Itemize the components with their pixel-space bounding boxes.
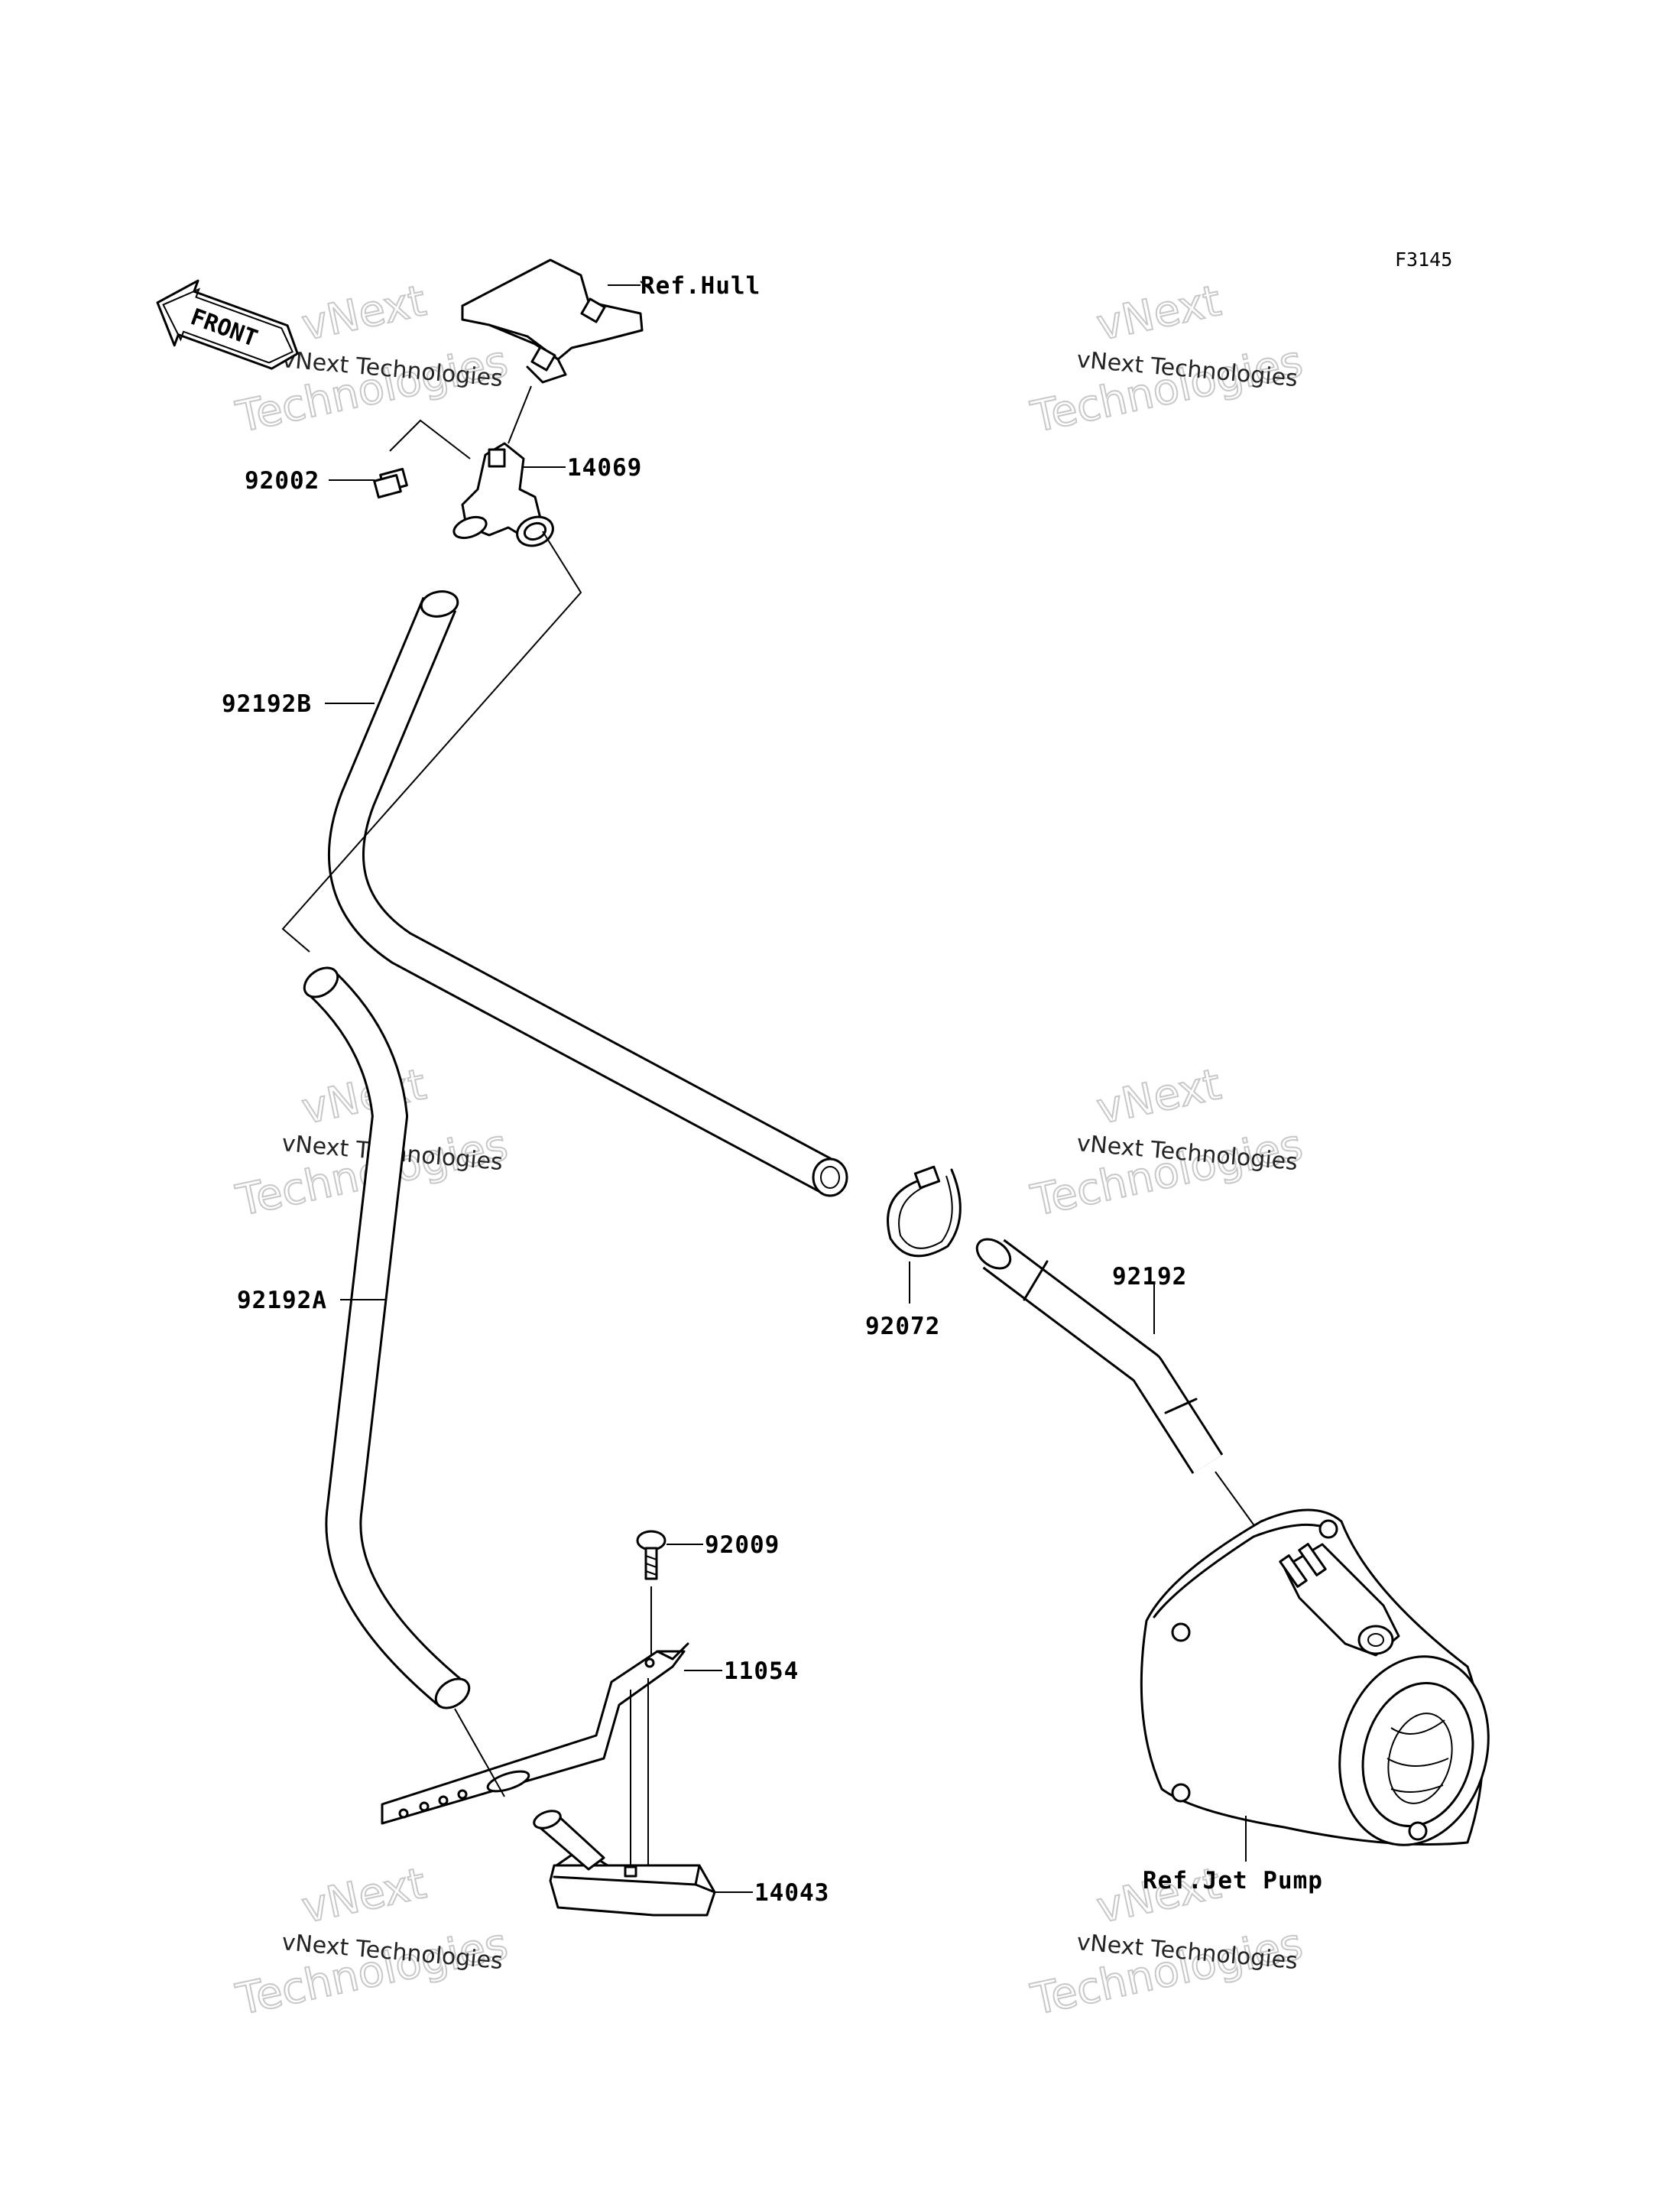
guide-hull-to-fitting [508,385,532,444]
svg-text:vNext: vNext [1092,276,1225,351]
figure-code: F3145 [1395,248,1452,271]
svg-text:vNext: vNext [297,276,430,351]
label-14069: 14069 [567,454,642,482]
part-92009-screw [636,1530,666,1580]
label-92002: 92002 [245,467,319,495]
label-14043: 14043 [754,1879,829,1907]
front-arrow-icon: FRONT [156,279,299,370]
part-92192-hose [975,1238,1224,1474]
label-11054: 11054 [724,1657,799,1685]
watermark-top-right: vNext Technologies vNext Technologies [1026,275,1307,443]
label-92072: 92072 [865,1313,940,1340]
label-92192A: 92192A [237,1287,327,1314]
part-92192A-hose [303,966,471,1709]
guide-bolt [389,419,471,459]
label-ref-hull: Ref.Hull [641,272,761,300]
label-92009: 92009 [705,1531,780,1559]
hull-bracket [461,258,650,384]
watermark-mid-right: vNext Technologies vNext Technologies [1026,1059,1307,1227]
part-14043-strainer [533,1810,716,1917]
label-92192: 92192 [1112,1263,1187,1291]
part-11054-bracket [381,1642,689,1825]
jet-pump [1140,1508,1490,1846]
guide-hose-to-strainer [454,1708,505,1797]
svg-text:vNext: vNext [1092,1060,1225,1135]
label-ref-jet-pump: Ref.Jet Pump [1143,1867,1323,1894]
part-14069-fitting [452,442,554,547]
part-92192B-hose [327,590,848,1197]
guide-fitting-to-hose-a [281,531,582,953]
part-92002-bolt [373,467,408,499]
svg-text:vNext: vNext [297,1859,430,1933]
part-92072-clamp [887,1165,962,1258]
watermark-bottom-left: vNext Technologies vNext Technologies [231,1858,512,2026]
label-92192B: 92192B [222,690,312,718]
